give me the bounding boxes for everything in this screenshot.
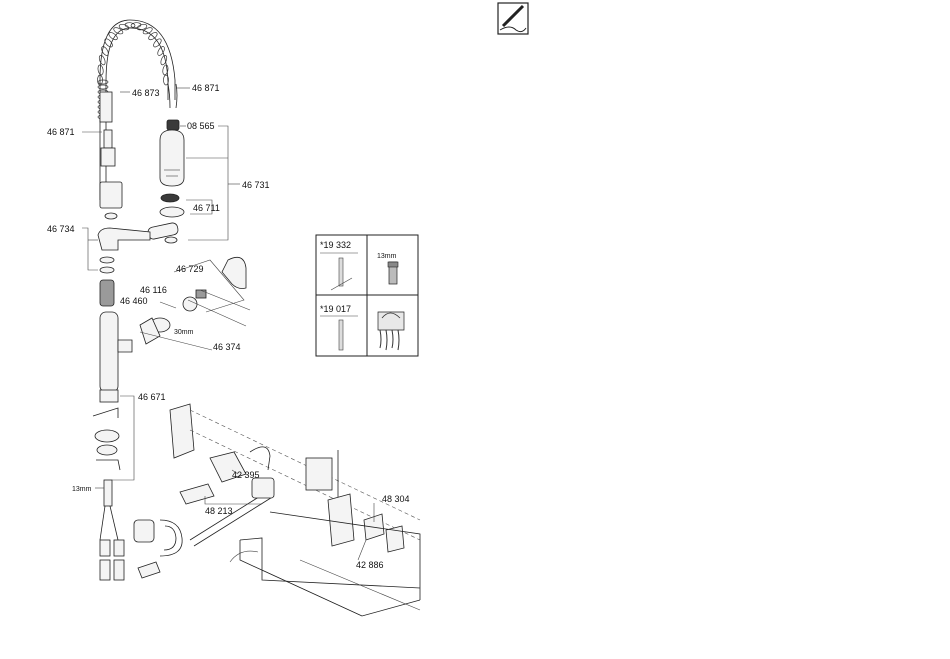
label-battery-set: 48 213 xyxy=(205,506,233,516)
label-spring-top: 46 871 xyxy=(192,83,220,93)
label-cartridge-set: 46 374 xyxy=(213,342,241,352)
label-lever: 46 729 xyxy=(176,264,204,274)
label-cartridge-size: 30mm xyxy=(174,329,194,336)
label-power-unit: 42 886 xyxy=(356,560,384,570)
label-spout: 46 734 xyxy=(47,224,75,234)
label-sprayhead-parts: 46 711 xyxy=(193,203,220,213)
socket-size: 13mm xyxy=(377,253,397,260)
label-hose-left: 46 871 xyxy=(47,127,75,137)
label-mounting-set: 46 671 xyxy=(138,392,166,402)
label-sensor-bracket: 48 304 xyxy=(382,494,410,504)
label-cartridge: 46 460 xyxy=(120,296,148,306)
label-spring-side: 46 873 xyxy=(132,88,160,98)
label-cartridge-screw: 46 116 xyxy=(140,285,167,295)
tool-b-code: *19 017 xyxy=(320,304,351,314)
tool-b-icon xyxy=(339,320,343,350)
label-hose-size: 13mm xyxy=(72,486,92,493)
label-control-unit: 42 395 xyxy=(232,470,260,480)
label-sprayhead-connector: 08 565 xyxy=(187,121,215,131)
label-sprayhead: 46 731 xyxy=(242,180,270,190)
socket-icon xyxy=(388,262,398,284)
tools-table: *19 332 13mm *19 017 xyxy=(316,235,418,356)
tool-a-code: *19 332 xyxy=(320,240,351,250)
pencil-notepad-icon xyxy=(498,3,528,34)
